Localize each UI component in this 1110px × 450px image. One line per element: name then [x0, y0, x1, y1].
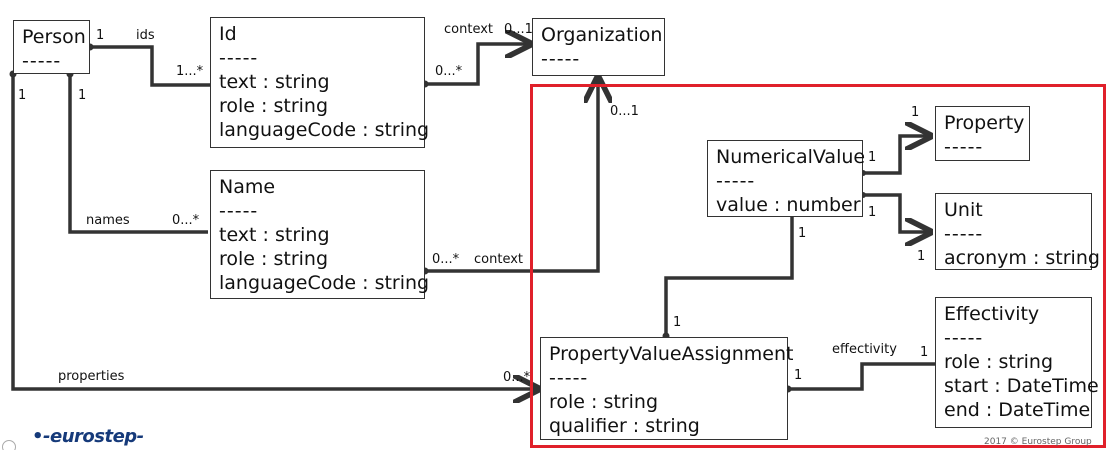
class-attribute: role : string	[549, 391, 659, 413]
properties-role-label: properties	[58, 369, 125, 384]
eurostep-logo: •-eurostep-	[32, 426, 144, 447]
numval-pva-association	[664, 217, 794, 336]
context-association-id	[425, 44, 530, 86]
property-target-multiplicity: 1	[911, 105, 920, 120]
class-title: Person	[22, 26, 86, 48]
class-separator: -----	[549, 367, 589, 389]
effectivity-target-multiplicity: 1	[920, 345, 929, 360]
ids-association	[90, 45, 210, 87]
class-title: NumericalValue	[716, 146, 866, 168]
class-separator: -----	[944, 223, 984, 245]
class-separator: -----	[716, 170, 756, 192]
property-source-multiplicity: 1	[868, 150, 877, 165]
unit-source-multiplicity: 1	[868, 205, 877, 220]
highlight-frame	[530, 84, 1106, 448]
ids-target-multiplicity: 1...*	[176, 64, 204, 79]
effectivity-association	[788, 362, 935, 391]
numval-pva-multiplicity-bottom: 1	[673, 315, 682, 330]
context-role-label-1: context	[444, 22, 493, 37]
class-attribute: text : string	[219, 224, 330, 246]
context-source-multiplicity-1: 0...*	[435, 64, 463, 79]
class-title: PropertyValueAssignment	[549, 343, 794, 365]
context-association-name	[425, 78, 598, 273]
effectivity-source-multiplicity: 1	[794, 368, 803, 383]
class-attribute: value : number	[716, 194, 861, 216]
copyright-mark-icon	[2, 440, 16, 450]
class-separator: -----	[541, 48, 581, 70]
copyright-text: 2017 © Eurostep Group	[984, 437, 1092, 447]
context-target-multiplicity-1: 0...1	[504, 22, 533, 37]
context-source-multiplicity-2: 0...*	[432, 252, 460, 267]
class-title: Unit	[944, 199, 983, 221]
class-name: Name ----- text : string role : string l…	[210, 170, 430, 299]
class-attribute: start : DateTime	[944, 375, 1099, 397]
class-attribute: qualifier : string	[549, 415, 700, 437]
class-effectivity: Effectivity ----- role : string start : …	[935, 297, 1099, 428]
class-attribute: languageCode : string	[219, 272, 430, 294]
class-title: Effectivity	[944, 303, 1040, 325]
class-separator: -----	[944, 136, 984, 158]
context-target-multiplicity-2: 0...1	[610, 104, 639, 119]
logo-text: eurostep	[49, 426, 137, 447]
class-title: Organization	[541, 24, 663, 46]
class-unit: Unit ----- acronym : string	[935, 193, 1100, 270]
context-role-label-2: context	[474, 252, 523, 267]
numval-pva-multiplicity-top: 1	[798, 226, 807, 241]
names-target-multiplicity: 0...*	[172, 213, 200, 228]
ids-role-label: ids	[136, 28, 155, 43]
class-id: Id ----- text : string role : string lan…	[210, 17, 430, 148]
class-organization: Organization -----	[532, 18, 665, 76]
class-attribute: role : string	[219, 248, 329, 270]
properties-association	[11, 74, 538, 389]
class-title: Property	[944, 112, 1025, 134]
class-title: Id	[219, 23, 237, 45]
person-multiplicity-properties: 1	[18, 88, 27, 103]
property-association	[863, 136, 930, 175]
class-separator: -----	[219, 47, 259, 69]
class-attribute: role : string	[944, 351, 1054, 373]
class-numericalvalue: NumericalValue ----- value : number	[707, 140, 866, 217]
class-attribute: languageCode : string	[219, 119, 430, 141]
names-role-label: names	[86, 213, 130, 228]
unit-association	[863, 193, 930, 232]
class-person: Person -----	[13, 20, 90, 74]
effectivity-role-label: effectivity	[832, 342, 897, 357]
class-separator: -----	[22, 50, 62, 72]
class-attribute: acronym : string	[944, 247, 1100, 269]
class-separator: -----	[219, 200, 259, 222]
person-multiplicity-names: 1	[78, 88, 87, 103]
ids-source-multiplicity: 1	[96, 28, 105, 43]
names-association	[68, 74, 208, 234]
class-separator: -----	[944, 327, 984, 349]
class-title: Name	[219, 176, 276, 198]
class-propertyvalueassignment: PropertyValueAssignment ----- role : str…	[540, 337, 794, 440]
class-property: Property -----	[935, 106, 1030, 161]
class-attribute: role : string	[219, 95, 329, 117]
properties-target-multiplicity: 0...*	[503, 370, 531, 385]
class-attribute: end : DateTime	[944, 399, 1091, 421]
class-attribute: text : string	[219, 71, 330, 93]
unit-target-multiplicity: 1	[917, 249, 926, 264]
